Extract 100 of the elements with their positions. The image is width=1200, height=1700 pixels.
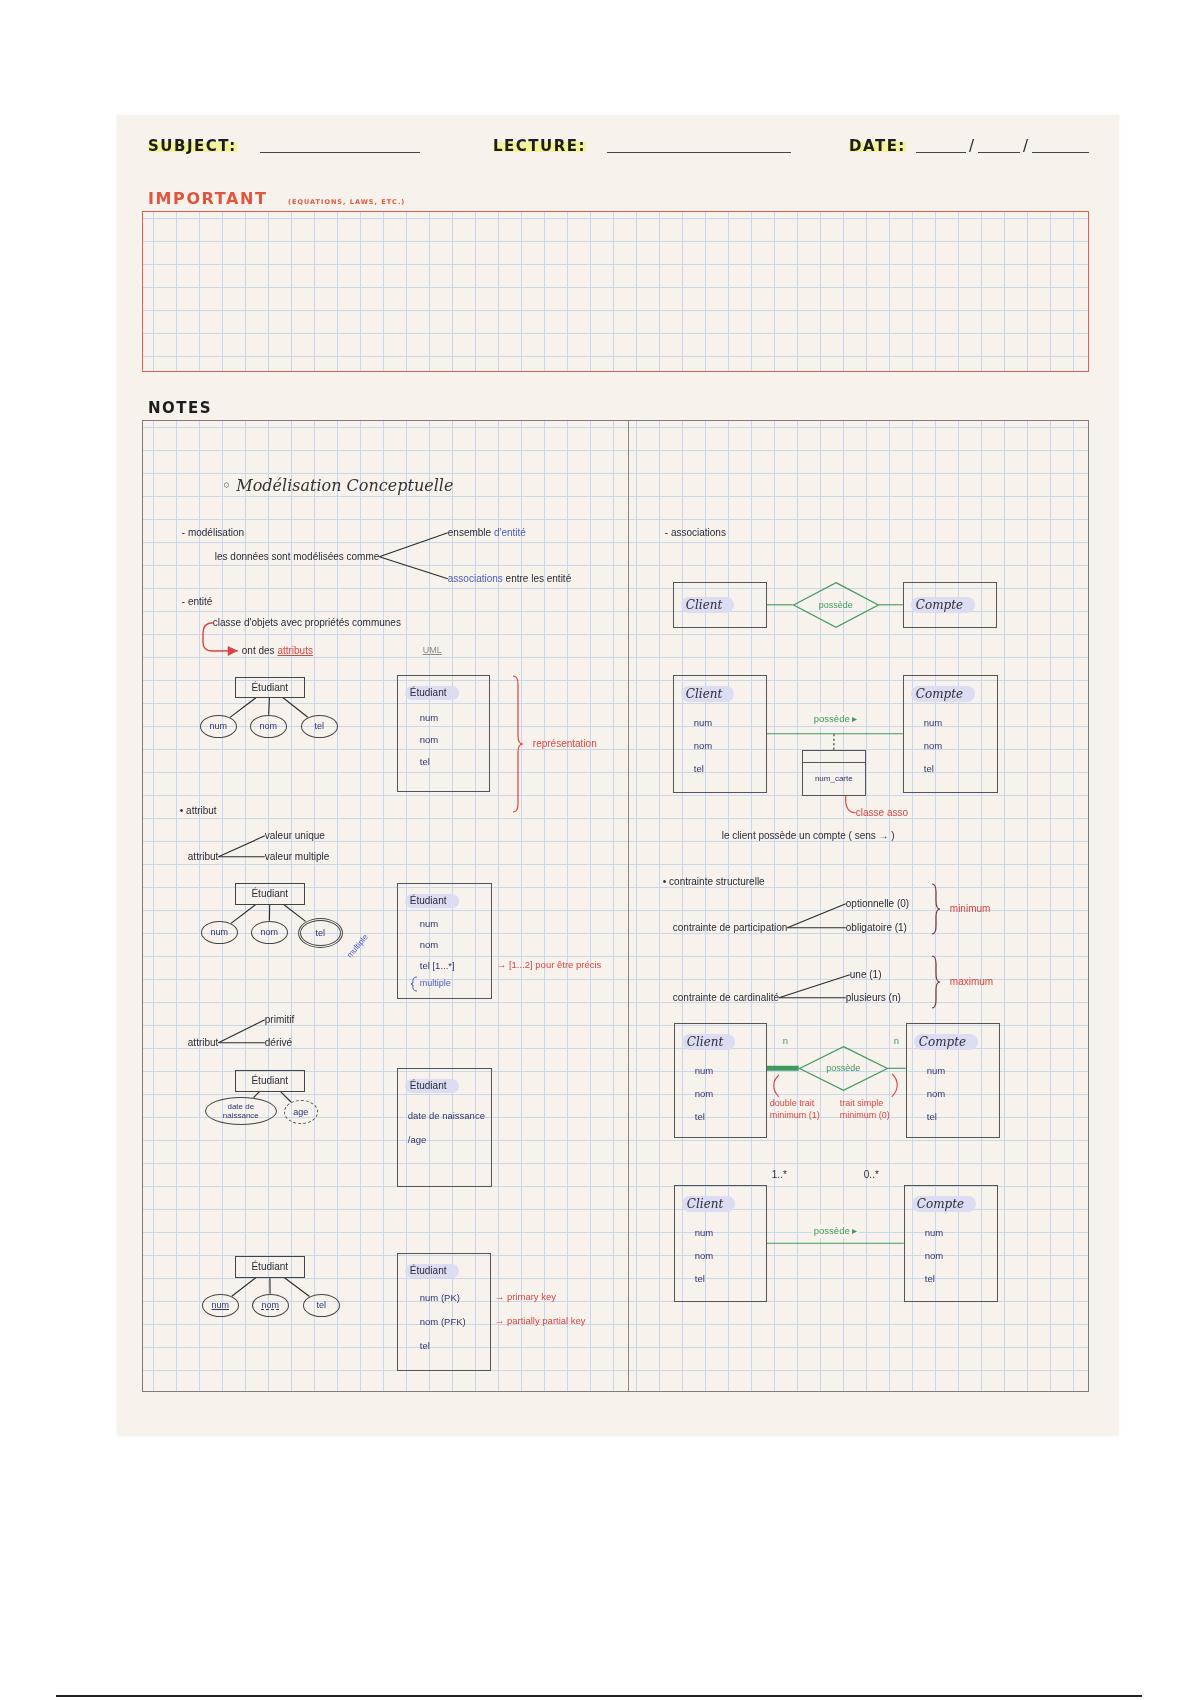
class-box: [905, 1022, 1000, 1138]
note-text: valeur multiple: [264, 849, 330, 864]
connector-line: [766, 1242, 905, 1244]
note-text: dérivé: [264, 1035, 293, 1050]
note-text: UML: [422, 643, 442, 657]
attribute-text: nom: [694, 1248, 714, 1262]
field-label: DATE:: [849, 137, 906, 155]
attribute-text: tel: [694, 1271, 705, 1285]
note-text: contrainte de cardinalité: [672, 990, 779, 1005]
attribute-text: tel: [924, 1271, 935, 1285]
note-text: classe asso: [855, 805, 909, 820]
note-text: le client possède un compte ( sens → ): [721, 828, 895, 843]
connector-line: [778, 974, 851, 999]
connector-line: [283, 1277, 311, 1298]
leader-line: [773, 1074, 780, 1098]
attribute-text: date de naissance: [407, 1108, 485, 1122]
connector-line: [217, 1042, 266, 1044]
note-text: une (1): [849, 967, 882, 982]
attribute-text: num: [694, 1063, 714, 1077]
date-separator: /: [1023, 137, 1029, 155]
connector-line: [217, 1019, 266, 1044]
connector-line: [252, 1091, 260, 1099]
connector-line: [231, 1277, 257, 1297]
date-separator: /: [969, 137, 975, 155]
attribute-text: nom: [926, 1086, 946, 1100]
connector-line: [280, 1091, 292, 1103]
entity-box: Étudiant: [234, 1069, 305, 1092]
attribute-text: num (PK): [419, 1290, 460, 1304]
multiplicity-label: 0..*: [863, 1167, 879, 1182]
attribute-text: nom: [694, 1086, 714, 1100]
note-text: plusieurs (n): [845, 990, 901, 1005]
attribute-text: tel: [693, 761, 704, 775]
class-box: [902, 581, 997, 628]
bullet-heading: • contrainte structurelle: [662, 874, 765, 889]
note-text: attribut: [187, 849, 219, 864]
section-heading: IMPORTANT: [148, 189, 268, 209]
class-box: [396, 674, 490, 792]
connector-line: [766, 733, 904, 735]
note-text: optionnelle (0): [845, 896, 910, 911]
connector-line: [766, 604, 794, 606]
note-text: double trait minimum (1): [769, 1096, 834, 1121]
thick-line: [766, 1065, 799, 1071]
annotation-text: → primary key: [494, 1289, 557, 1304]
annotation-text: maximum: [949, 974, 994, 989]
note-text: trait simple minimum (0): [839, 1096, 902, 1121]
connector-line: [778, 997, 847, 999]
note-text: attribut: [187, 1035, 219, 1050]
entity-box: Étudiant: [234, 1255, 305, 1278]
connector-line: [269, 1277, 271, 1295]
attribute-text: multiple: [419, 976, 451, 990]
connector-line: [229, 697, 257, 718]
connector-line: [230, 904, 256, 924]
bullet-heading: - entité: [181, 594, 213, 609]
class-box: [903, 1184, 998, 1302]
section-heading: NOTES: [148, 398, 213, 418]
attribute-text: num: [693, 715, 713, 729]
note-text: les données sont modélisées comme: [214, 549, 380, 564]
class-box: [902, 674, 998, 793]
attribute-text: nom: [924, 1248, 944, 1262]
bullet-heading: - associations: [664, 525, 726, 540]
connector-line: [786, 927, 847, 929]
attribute-text: nom: [419, 937, 439, 951]
attribute-text: nom: [923, 738, 943, 752]
note-text: classe d'objets avec propriétés communes: [212, 615, 401, 630]
attribute-text: tel: [419, 754, 430, 768]
annotation-text: → [1...2] pour être précis: [496, 957, 602, 972]
connector-line: [878, 604, 904, 606]
connector-line: [268, 697, 270, 716]
entity-box: Étudiant: [234, 676, 305, 698]
attribute-text: num: [419, 710, 439, 724]
class-box: [672, 581, 767, 628]
connector-line: [786, 903, 847, 929]
attribute-text: tel [1...*]: [419, 958, 455, 972]
connector-line: [282, 697, 309, 718]
connector-line: [887, 1067, 907, 1069]
leader-line: [845, 795, 857, 814]
annotation-text: minimum: [949, 901, 991, 916]
attribute-text: nom: [419, 732, 439, 746]
attribute-text: num: [924, 1225, 944, 1239]
connector-line: [283, 904, 307, 922]
class-box: [396, 882, 492, 999]
class-box: [673, 1184, 767, 1302]
notes-title: ◦ Modélisation Conceptuelle: [221, 475, 454, 496]
bullet-heading: - modélisation: [181, 525, 245, 540]
dashed-line: [833, 733, 835, 751]
attribute-text: num_carte: [814, 772, 853, 784]
attribute-text: /age: [407, 1132, 427, 1146]
attribute-text: num: [694, 1225, 714, 1239]
attribute-text: num: [923, 715, 943, 729]
connector-line: [217, 856, 266, 858]
field-label: LECTURE:: [493, 137, 587, 155]
attribute-text: num: [926, 1063, 946, 1077]
attribute-text: nom: [693, 738, 713, 752]
class-box: [672, 674, 767, 793]
connector-line: [378, 556, 449, 580]
note-text: primitif: [264, 1012, 295, 1027]
attribute-text: tel: [694, 1109, 705, 1123]
leader-line: [891, 1073, 898, 1098]
note-text: ensemble d'entité: [447, 525, 526, 540]
connector-line: [217, 835, 266, 858]
